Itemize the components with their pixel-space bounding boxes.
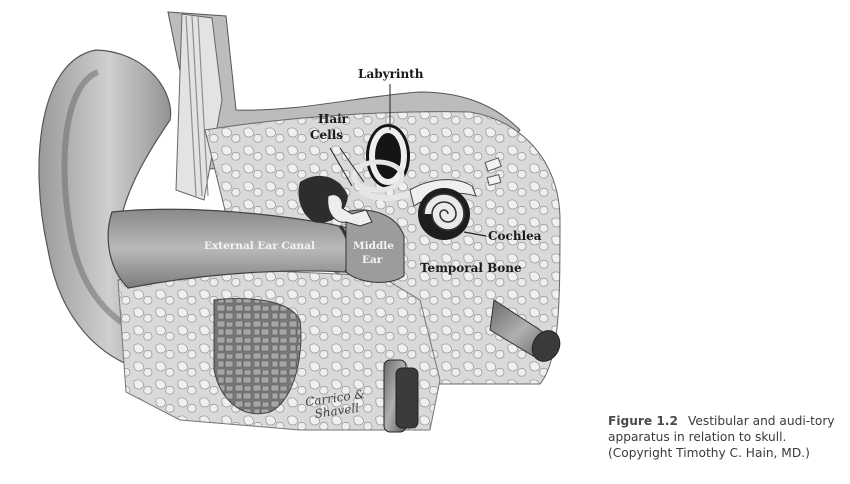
bone-fragments <box>484 157 502 187</box>
label-labyrinth: Labyrinth <box>358 67 424 81</box>
ossicles <box>327 194 373 227</box>
parotid-gland <box>213 298 302 415</box>
label-cells: Cells <box>310 128 343 142</box>
cochlea-spiral <box>418 188 470 240</box>
leader-lines <box>329 84 391 187</box>
ear-anatomy-illustration: Labyrinth Hair Cells External Ear Canal … <box>38 11 561 433</box>
figure-number: Figure 1.2 <box>608 414 679 428</box>
label-ear: Ear <box>362 254 383 266</box>
label-cochlea: Cochlea <box>488 229 542 243</box>
skin-stripes <box>185 15 209 197</box>
lower-vessels <box>383 359 419 433</box>
middle-ear-cavity <box>345 209 405 283</box>
external-ear-canal <box>107 208 349 289</box>
label-external-ear-canal: External Ear Canal <box>204 240 315 252</box>
label-hair: Hair <box>318 112 349 126</box>
label-temporal-bone: Temporal Bone <box>420 261 522 275</box>
cochlea-pointer <box>463 231 487 237</box>
auricle-fold <box>61 69 142 335</box>
label-middle: Middle <box>353 240 394 252</box>
caption-text: Vestibular and audi-tory apparatus in re… <box>608 414 835 460</box>
